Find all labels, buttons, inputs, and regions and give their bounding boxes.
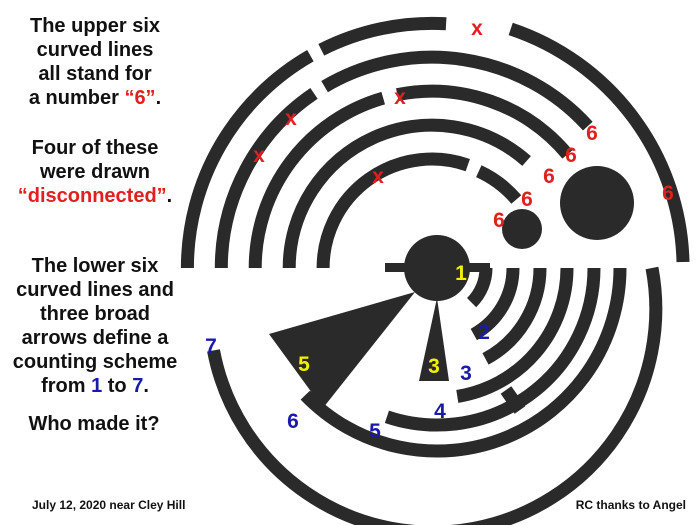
upper-arc-5	[180, 50, 314, 269]
x-mark: x	[471, 17, 483, 40]
upper-arc-6	[508, 22, 690, 263]
text-line: three broad	[39, 303, 151, 325]
number-three-label: 3	[428, 355, 440, 378]
broad-arrow-left	[269, 292, 415, 408]
paragraph-upper-lines: The upper six curved lines all stand for…	[10, 14, 180, 110]
six-label: 6	[521, 188, 533, 211]
number-three-label: 3	[460, 362, 472, 385]
upper-arc-4	[214, 88, 318, 269]
paragraph-lower-lines: The lower six curved lines and three bro…	[8, 254, 182, 398]
lower-arc-outer	[207, 266, 663, 525]
paragraph-disconnected: Four of these were drawn “disconnected”.	[10, 136, 180, 208]
number-six-label: 6	[287, 410, 299, 433]
text-line: all stand for	[38, 63, 152, 85]
x-mark: x	[285, 107, 297, 130]
medium-circle	[502, 209, 542, 249]
lower-connector	[500, 386, 526, 414]
text-line: “disconnected”.	[10, 184, 180, 208]
text-line: Four of these	[31, 137, 159, 159]
number-five-label: 5	[298, 353, 310, 376]
text-line: curved lines and	[16, 279, 174, 301]
lower-arc-4	[482, 267, 547, 365]
text-fragment: .	[155, 87, 162, 109]
upper-arc-2	[282, 118, 531, 269]
x-mark: x	[253, 144, 265, 167]
x-mark: x	[394, 86, 406, 109]
six-label: 6	[543, 165, 555, 188]
text-fragment: from	[41, 375, 92, 397]
disconnected-highlight: “disconnected”	[17, 185, 167, 207]
number-four-label: 4	[434, 400, 446, 423]
text-fragment: .	[143, 375, 149, 397]
text-fragment: a number	[28, 87, 125, 109]
text-line: The lower six	[31, 255, 159, 277]
six-label: 6	[493, 209, 505, 232]
question-who-made-it: Who made it?	[28, 413, 160, 435]
upper-arc-3-right	[396, 84, 573, 159]
upper-arc-1-right	[475, 165, 522, 204]
upper-arc-3	[248, 91, 385, 269]
x-mark: x	[372, 165, 384, 188]
upper-arc-5-right	[318, 16, 447, 56]
range-start: 1	[91, 375, 103, 397]
number-six-highlight: “6”	[124, 87, 156, 109]
text-fragment: to	[102, 375, 133, 397]
range-end: 7	[132, 375, 144, 397]
text-line: from 1 to 7.	[8, 374, 182, 398]
text-line: The upper six	[29, 15, 161, 37]
footer-credit: RC thanks to Angel	[575, 498, 686, 512]
central-circle	[404, 235, 470, 301]
number-five-label: 5	[369, 420, 381, 443]
text-line: were drawn	[39, 161, 151, 183]
six-label: 6	[565, 144, 577, 167]
text-line: curved lines	[36, 39, 154, 61]
six-label: 6	[586, 122, 598, 145]
upper-arc-1	[316, 152, 470, 269]
number-two-label: 2	[478, 321, 490, 344]
lower-arc-7	[300, 267, 627, 458]
six-label: 6	[662, 182, 674, 205]
footer-date-location: July 12, 2020 near Cley Hill	[32, 498, 186, 512]
text-line: arrows define a	[21, 327, 169, 349]
number-seven-label: 7	[205, 335, 217, 358]
lower-arc-6	[384, 267, 601, 432]
number-one-label: 1	[455, 262, 467, 285]
broad-arrow-down	[419, 298, 449, 381]
upper-arc-4-right	[321, 50, 593, 131]
large-circle	[560, 166, 634, 240]
text-fragment: .	[166, 185, 173, 207]
text-line: counting scheme	[12, 351, 178, 373]
text-line: a number “6”.	[10, 86, 180, 110]
lower-arc-5	[456, 267, 574, 403]
lower-arc-3	[470, 267, 520, 341]
lower-arc-2	[466, 267, 493, 308]
